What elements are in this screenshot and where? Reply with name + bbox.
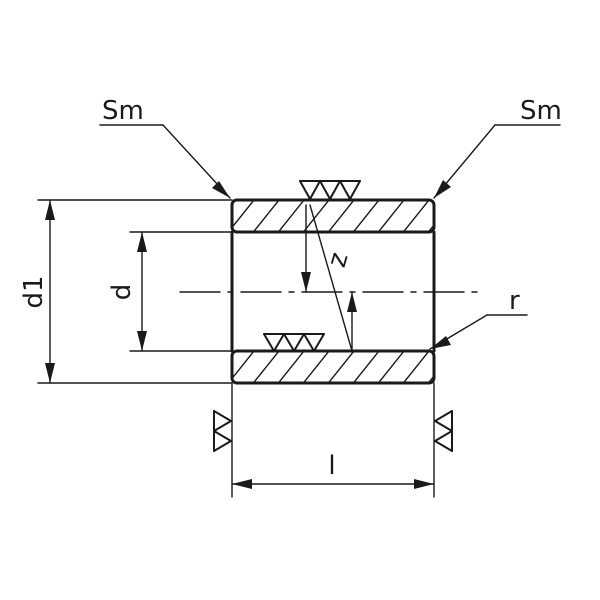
outer-diameter-label: d1: [19, 275, 49, 308]
radius-label: r: [509, 286, 520, 316]
surface-leader-right: Sm: [433, 96, 562, 199]
top-wall-section: [230, 198, 436, 234]
coupling-body: [230, 198, 436, 385]
wall-thickness-label: z: [322, 249, 355, 270]
radius-leader: r: [429, 286, 528, 350]
length-dimension: l: [231, 382, 435, 498]
surface-finish-symbol-right-end: [434, 410, 453, 452]
surface-leader-left: Sm: [99, 96, 231, 199]
inner-diameter-dimension: d: [107, 231, 233, 352]
surface-label-left: Sm: [102, 96, 144, 126]
surface-label-right: Sm: [520, 96, 562, 126]
outer-diameter-dimension: d1: [19, 199, 233, 384]
length-label: l: [328, 451, 335, 481]
surface-finish-symbol-bottom: [263, 333, 325, 352]
surface-finish-symbol-top: [299, 180, 361, 200]
wall-thickness-dimension: z: [301, 204, 357, 352]
inner-diameter-label: d: [107, 284, 137, 301]
surface-finish-symbol-left-end: [213, 410, 232, 452]
bottom-wall-section: [230, 349, 436, 385]
